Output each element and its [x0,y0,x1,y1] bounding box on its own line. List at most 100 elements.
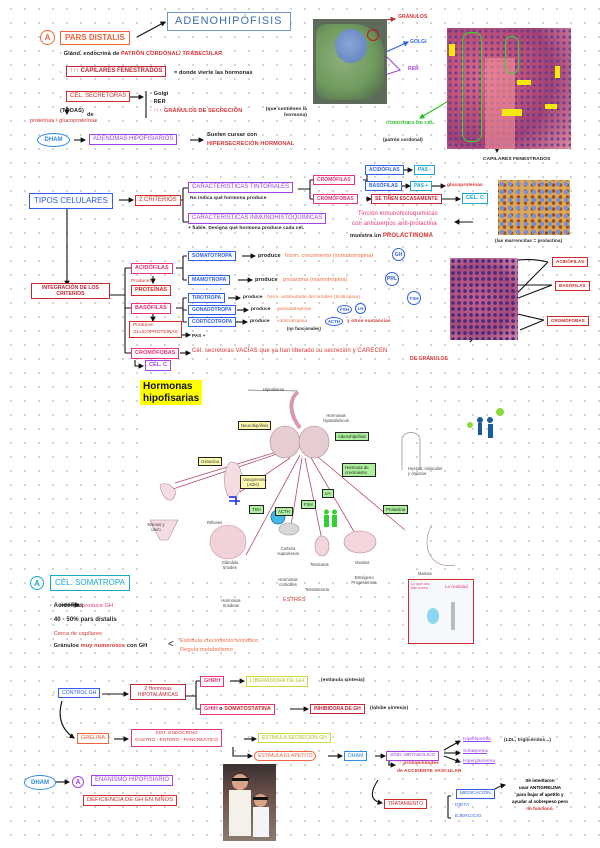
bullet-capilares: Cerca de capilares [53,631,103,637]
patron-cordonal-label: (patrón cordonal) [383,137,423,142]
label-hormona-crecimiento: Hormona de crecimiento [342,463,376,477]
med-note-line4: ayudar al sobrepeso pero [512,799,568,805]
histo-label-basofilas: BASÓFILAS [555,281,590,291]
label-ovarios: Ovarios [355,560,370,565]
metabolic-sobrepeso: Sobrepeso [463,749,488,754]
somatropa-bullet-1: · Acidófilas [50,603,84,609]
deficiencia-box: DEFICIENCIA DE GH EN NIÑOS [83,795,177,806]
treatment-dieta: · DIETA [452,803,470,808]
immunostain-image [498,180,570,235]
tipos-celulares-box: TIPOS CELULARES [29,193,113,209]
child-body-1 [229,790,251,836]
granules-circle [367,29,379,41]
ghrh-box: GHRH [200,676,225,687]
histo-label-acidofilas: ACIDÓFILAS [552,257,589,267]
sist-endocrino-line1: SIST. ENDOCRINO [155,731,198,736]
tincion-line2: con anticuerpos anti-prolactina [352,221,437,227]
estimula-secrecion-box: ESTIMULA SECRECIÓN GH [258,733,331,743]
grelina-box: GRELINA [77,733,110,744]
criterios-box: 2 CRITERIOS [135,195,181,207]
cromofobas-box: CROMÓFOBAS [313,194,358,204]
treatment-dieta-text: DIETA [455,803,470,808]
cell-corticotropa-extra2: (no funcionales) [287,326,321,331]
adenomas-note2: HIPERSECRECIÓN HORMONAL [207,141,295,147]
histology-nuclei-texture-2 [450,258,518,340]
somatropa-bullet-2: · 40 - 50% pars distalis [50,617,117,623]
electron-micrograph-image [313,19,387,104]
cell-mamotropa-produce: produce [255,277,278,283]
label-mamas-utero: Mamas y útero [147,522,165,533]
organelle-golgi: · Golgi [150,91,169,97]
de-label: de [87,112,94,118]
cell-somatotropa-hormone: horm. crecimiento (somatotropina) [285,253,374,259]
somatropa-bullet-4: · Gránulos muy numerosos con GH [50,643,148,649]
treatment-ejercicio-text: EJERCICIO [455,814,482,819]
histo-label-cromofobas: CROMÓFOBAS [547,316,589,326]
label-tsh: TSH [249,505,264,514]
o-text: o [219,706,223,712]
cord-outline [462,32,482,142]
adenomas-note1: Suelen cursar con [207,132,258,138]
med-note-line5: no funcionó. [526,806,554,812]
pas-positive-box: PAS + [410,181,433,191]
acidofilas-box: ACIDÓFILAS [365,165,404,175]
label-testiculos: Testículos [310,562,329,567]
label-rinones: Riñones [207,520,223,525]
organelle-granulos: · ↑↑↑ GRÁNULOS DE SECRECIÓN [150,108,243,114]
cell-corticotropa-box: CORTICOTROPA [188,317,237,327]
adenohipofisis-title: ADENOHIPÓFISIS [167,12,291,32]
marker-a-icon: A [40,30,55,45]
bullet-acidofilas: Acidófilas [53,603,84,609]
label-neurohipofisis: Neurohipófisis [238,421,272,430]
histology-cordonal-image [447,28,571,149]
accidente-line1: ↑↑ probabilidades [397,761,439,766]
glucoproteinas-text: GLUCOPROTEÍNAS [133,329,178,335]
yellow-arrow-icon-2 [517,80,531,85]
cell-somatotropa-box: SOMATOTROPA [188,251,237,262]
treatment-bullet-1: · [452,792,454,798]
organelle-rer-text: RER [153,99,166,105]
inmuno-box: CARACTERÍSTICAS INMUNOHISTOQUÍMICAS [188,213,327,225]
se-tinen-box: SE TIÑEN ESCASAMENTE [371,194,442,204]
pars-distalis-box: PARS DISTALIS [60,31,130,45]
integracion-box: INTEGRACIÓN DE LOS CRITERIOS [31,283,110,300]
capilares-note: = donde vierte las hormonas [174,70,253,76]
prolactinoma-label: PROLACTINOMA [382,233,434,239]
label-prolactina: Prolactina [383,505,409,514]
organelle-golgi-text: Golgi [153,91,169,97]
tincion-line1: Tinción inmunohistoquímicas [358,211,438,217]
growth-figures-icon [467,408,504,438]
tintoriales-box: CARACTERÍSTICAS TINTORIALES [188,182,294,194]
cell-somatotropa-produce: produce [258,253,281,259]
eye-censor-bar [232,778,249,781]
metabolic-hiperglucemia: Hiperglucemia [463,759,495,764]
tincion-prefix: muestra un [350,233,382,239]
label-fsh: FSH [301,500,316,509]
gh-effect-2: Regula metabolismo [180,647,233,653]
cell-mamotropa-box: MAMOTROPA [188,275,231,286]
medicacion-note: Se intentaron usar ANTIGRELINA para baja… [502,777,578,813]
em-label-granulos: GRÁNULOS [398,14,428,20]
label-estres: ESTRÉS [283,597,306,603]
children-photo [223,764,276,841]
badge-lh: LH [355,303,366,314]
bullet-granulos: Gránulos [53,643,79,649]
proteinas-label: proteínas / glucoproteínas [30,118,98,124]
capilares-box: ↑↑↑ CAPILARES FENESTRADOS [66,66,167,78]
badge-gh: GH [392,248,405,261]
cell-tirotropa-box: TIROTROPA [188,293,226,303]
yellow-arrow-icon [449,44,455,56]
enanismo-box: ENANISMO HIPOFISIARIO [91,775,174,787]
bullet-dot-control: · [53,690,55,696]
somatropa-bullet-3: · Cerca de capilares [50,631,103,637]
cordones-label: CORDONES DE CÉL. [386,121,436,126]
diagram-title-line2: hipofisarias [143,392,200,404]
cell-gonadotropa-box: GONADOTROPA [188,305,236,315]
acidofilas-group-box: ACIDÓFILAS [131,263,173,274]
capilares-note-text: donde vierte las hormonas [179,70,253,76]
child-head-2 [254,794,267,807]
cromofobas-group-box: CROMÓFOBAS [131,348,180,359]
med-note-line3: para bajar el apetito y [516,792,564,798]
label-hipotalamo: Hipotálamo [263,387,285,392]
